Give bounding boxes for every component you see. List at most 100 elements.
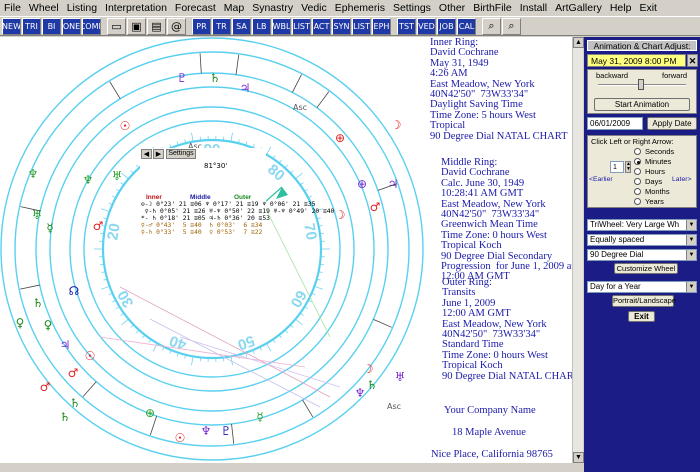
menu-wheel[interactable]: Wheel <box>29 2 59 14</box>
date-field[interactable]: 06/01/2009 <box>587 117 643 130</box>
aspect-row: ⊙-☽ 0°23' 21 ≡06 ♆ 0°17' 21 ≡19 ♆ 0°06' … <box>141 201 266 208</box>
earlier-button[interactable]: <Earlier <box>589 176 613 183</box>
dial-tick <box>290 171 293 174</box>
toolbar-act-button-6[interactable]: ACT <box>312 18 331 35</box>
menu-birthfile[interactable]: BirthFile <box>473 2 512 14</box>
start-animation-button[interactable]: Start Animation <box>594 98 690 111</box>
toolbar-pr-button-0[interactable]: PR <box>192 18 211 35</box>
toolbar-ved-button[interactable]: VED <box>417 18 436 35</box>
zoom-out-icon[interactable]: ⌕ <box>502 18 521 35</box>
menu-listing[interactable]: Listing <box>67 2 97 14</box>
menu-synastry[interactable]: Synastry <box>252 2 293 14</box>
toolbar-job-button[interactable]: JOB <box>437 18 456 35</box>
later-button[interactable]: Later> <box>672 176 691 183</box>
speed-slider-thumb[interactable] <box>638 79 644 90</box>
vertical-scrollbar[interactable]: ▲ ▼ <box>572 37 583 463</box>
radio-days[interactable] <box>634 178 641 185</box>
toolbar-sa-button-2[interactable]: SA <box>232 18 251 35</box>
radio-minutes[interactable] <box>634 158 641 165</box>
planet-glyph-icon: ♆ <box>83 173 94 187</box>
horizontal-scrollbar[interactable] <box>0 463 583 472</box>
menu-ephemeris[interactable]: Ephemeris <box>335 2 385 14</box>
chevron-down-icon[interactable]: ▼ <box>686 220 696 230</box>
dial-tick <box>285 165 288 168</box>
planet-glyph-icon: Asc <box>387 402 401 411</box>
planet-glyph-icon: ♆ <box>201 424 212 438</box>
chevron-down-icon[interactable]: ▼ <box>686 282 696 292</box>
planet-glyph-icon: ☽ <box>363 362 374 376</box>
toolbar-tr-button-1[interactable]: TR <box>212 18 231 35</box>
planet-glyph-icon: ♃ <box>240 81 251 95</box>
menu-forecast[interactable]: Forecast <box>175 2 216 14</box>
menu-map[interactable]: Map <box>224 2 244 14</box>
radio-months[interactable] <box>634 188 641 195</box>
planet-glyph-icon: ☊ <box>69 284 80 298</box>
aspect-row: ☿-♄ 0°33' 5 ≡40 ♀ 0°53' 7 ≡22 <box>141 229 266 236</box>
dial-number: 70 <box>300 222 320 241</box>
middle-ring-info: Middle Ring:David CochraneCalc. June 30,… <box>441 158 574 283</box>
chevron-down-icon[interactable]: ▼ <box>686 235 696 245</box>
nav-prev-button[interactable]: ◀ <box>141 149 152 159</box>
toolbar-tri-button[interactable]: TRI <box>22 18 41 35</box>
progression-range-select[interactable]: Day for a Year▼ <box>587 281 697 293</box>
apply-date-button[interactable]: Apply Date <box>647 117 697 130</box>
planet-glyph-icon: ☉ <box>175 431 186 445</box>
toolbar-syn-button-7[interactable]: SYN <box>332 18 351 35</box>
menu-interpretation[interactable]: Interpretation <box>105 2 167 14</box>
portrait-landscape-button[interactable]: Portrait/Landscape <box>612 295 674 307</box>
toolbar-comp-button[interactable]: COMP <box>82 18 101 35</box>
floppy-icon[interactable]: ▣ <box>127 18 146 35</box>
menu-file[interactable]: File <box>4 2 21 14</box>
company-address: 18 Maple Avenue <box>452 428 526 438</box>
scroll-up-icon[interactable]: ▲ <box>573 37 584 48</box>
exit-button[interactable]: Exit <box>628 311 655 322</box>
menu-install[interactable]: Install <box>520 2 547 14</box>
aspect-row: ☿-♂ 0°43' 5 ≡40 ♄ 0°03' 6 ≡34 <box>141 222 266 229</box>
chart-canvas[interactable]: 908070605040302010♃♄☉♅♆♂☊♀♃♂♄⊕☉♆♇☿♆♄☽♅☽♂… <box>0 37 583 463</box>
radio-seconds[interactable] <box>634 148 641 155</box>
menu-settings[interactable]: Settings <box>393 2 431 14</box>
zoom-in-icon[interactable]: ⌕ <box>482 18 501 35</box>
toolbar-lb-button-3[interactable]: LB <box>252 18 271 35</box>
radio-label-years: Years <box>645 197 664 206</box>
toolbar-one-button[interactable]: ONE <box>62 18 81 35</box>
print-icon[interactable]: ▤ <box>147 18 166 35</box>
menu-vedic[interactable]: Vedic <box>301 2 327 14</box>
spacing-select[interactable]: Equally spaced▼ <box>587 234 697 246</box>
menu-help[interactable]: Help <box>610 2 632 14</box>
menu-exit[interactable]: Exit <box>639 2 657 14</box>
customize-wheel-button[interactable]: Customize Wheel <box>614 263 678 274</box>
dial-tick <box>279 335 281 338</box>
scroll-down-icon[interactable]: ▼ <box>573 452 584 463</box>
close-icon[interactable]: ✕ <box>687 54 698 67</box>
planet-line <box>292 75 301 93</box>
menu-other[interactable]: Other <box>439 2 465 14</box>
toolbar-bi-button[interactable]: BI <box>42 18 61 35</box>
radio-label-minutes: Minutes <box>645 157 671 166</box>
step-spinner[interactable]: ▲▼ <box>625 161 631 173</box>
toolbar-cal-button[interactable]: CAL <box>457 18 476 35</box>
toolbar-list-button-8[interactable]: LIST <box>352 18 371 35</box>
planet-glyph-icon: ♂ <box>370 200 381 214</box>
inner-ring-info: Inner Ring:David CochraneMay 31, 19494:2… <box>430 38 568 142</box>
dial-select[interactable]: 90 Degree Dial▼ <box>587 249 697 261</box>
planet-line <box>373 319 391 327</box>
toolbar-tst-button[interactable]: TST <box>397 18 416 35</box>
save-icon[interactable]: ▭ <box>107 18 126 35</box>
nav-next-button[interactable]: ▶ <box>153 149 164 159</box>
toolbar-list-button-5[interactable]: LIST <box>292 18 311 35</box>
toolbar-eph-button-9[interactable]: EPH <box>372 18 391 35</box>
step-value-field[interactable]: 1 <box>610 161 624 173</box>
at-icon[interactable]: @ <box>167 18 186 35</box>
wheel-type-select[interactable]: TriWheel: Very Large Wh▼ <box>587 219 697 231</box>
dial-number: 60 <box>287 287 310 310</box>
toolbar-new-button[interactable]: NEW <box>2 18 21 35</box>
settings-button[interactable]: Settings <box>166 149 196 159</box>
menu-artgallery[interactable]: ArtGallery <box>555 2 602 14</box>
toolbar-wbl-button-4[interactable]: WBL <box>272 18 291 35</box>
current-datetime: May 31, 2009 8:00 PM <box>587 54 686 67</box>
chevron-down-icon[interactable]: ▼ <box>686 250 696 260</box>
radio-hours[interactable] <box>634 168 641 175</box>
radio-years[interactable] <box>634 198 641 205</box>
